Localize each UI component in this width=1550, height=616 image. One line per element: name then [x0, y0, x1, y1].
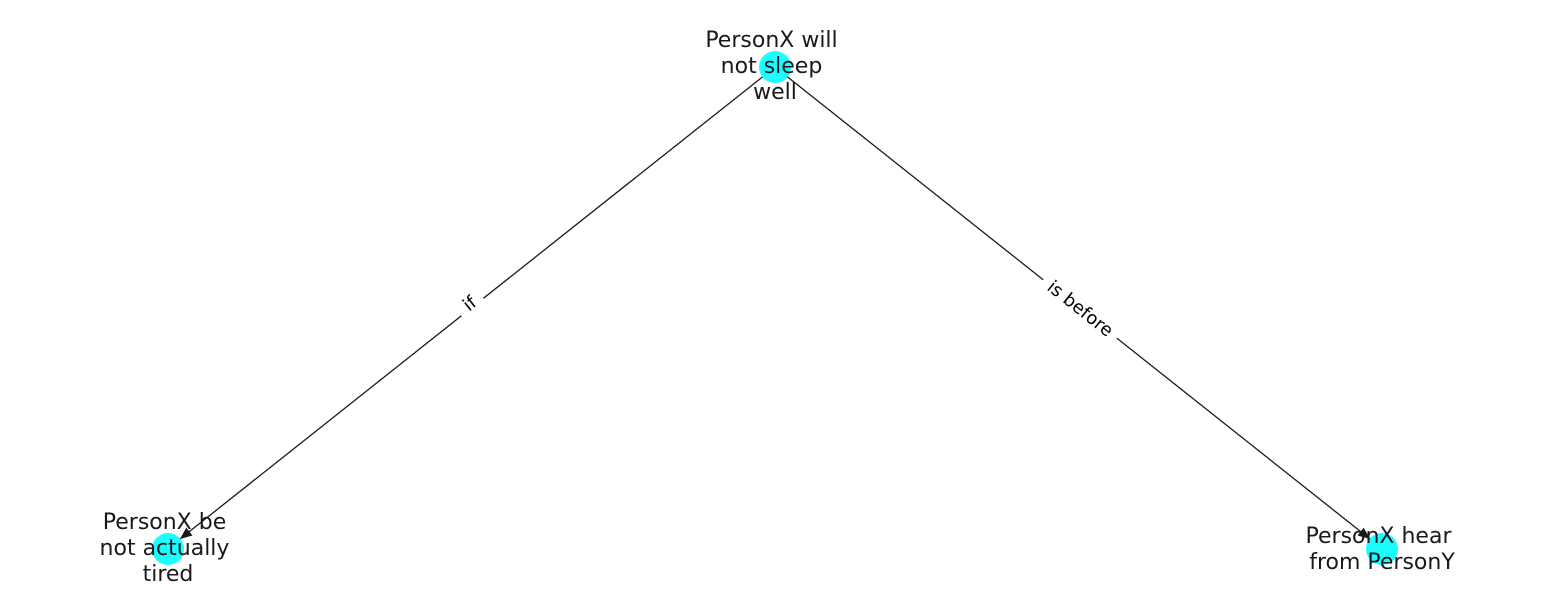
edge-label-is-before: is before — [1043, 277, 1117, 342]
edge-if: if — [179, 66, 776, 540]
node-circle-personx-be-not-actually-tired — [152, 533, 184, 565]
edge-label-bg-if — [450, 285, 490, 323]
node-circle-personx-will-not-sleep-well — [759, 51, 791, 83]
node-label-line: PersonX will — [705, 28, 837, 53]
node-label-personx-hear-from-persony: PersonX hear from PersonY — [1306, 524, 1459, 575]
node-label-line: PersonX hear — [1306, 524, 1453, 549]
node-label-personx-be-not-actually-tired: PersonX be not actually tired — [100, 510, 237, 587]
node-label-line: PersonX be — [103, 510, 227, 535]
node-label-line: tired — [143, 562, 194, 587]
node-label-line: not actually — [100, 536, 230, 561]
node-label-personx-will-not-sleep-well: PersonX will not sleep well — [705, 28, 844, 105]
edge-label-bg-is-before — [1035, 269, 1125, 349]
node-circle-personx-hear-from-persony — [1366, 533, 1398, 565]
node-label-line: not sleep — [721, 54, 823, 79]
edge-is-before: is before — [774, 66, 1371, 540]
node-label-line: well — [753, 80, 797, 105]
node-label-line: from PersonY — [1309, 550, 1455, 575]
